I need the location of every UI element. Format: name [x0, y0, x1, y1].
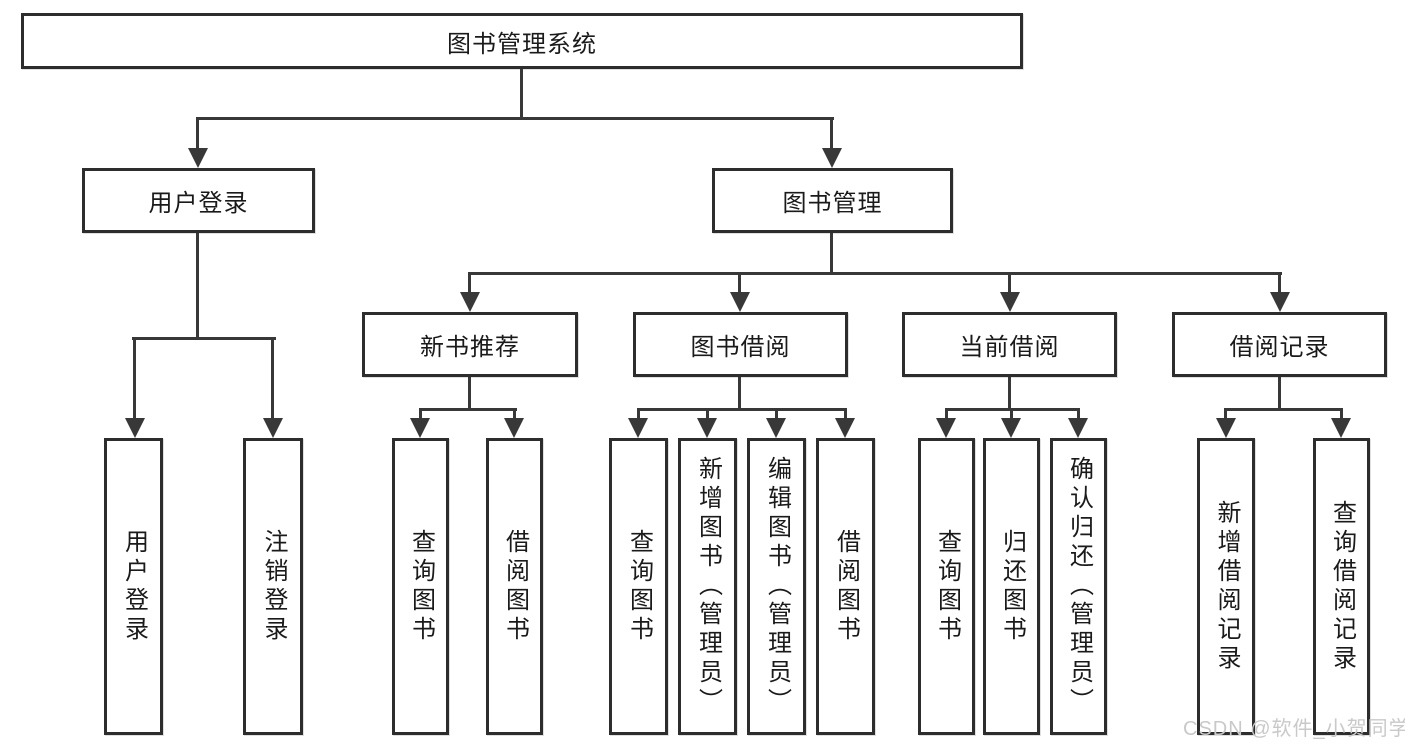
connector-borrow-records-rail: [1224, 408, 1343, 411]
node-library-system: 图书管理系统: [21, 13, 1023, 69]
connector-root-drop: [520, 69, 523, 117]
leaf-query-books-borrowing: 查询图书: [609, 438, 668, 735]
leaf-confirm-return-admin: 确认归还（管理员）: [1050, 438, 1107, 735]
node-book-management: 图书管理: [712, 168, 953, 233]
csdn-watermark: CSDN @软件_小贺同学: [1183, 718, 1405, 740]
node-borrow-records: 借阅记录: [1172, 312, 1387, 377]
arrow-down-icon: [628, 418, 648, 438]
arrow-down-icon: [460, 292, 480, 312]
connector-new-book-drop: [468, 377, 471, 411]
leaf-query-books-current: 查询图书: [918, 438, 975, 735]
connector-stub: [706, 408, 709, 421]
connector-stub-book-management: [830, 117, 833, 153]
node-label: 借阅图书: [501, 528, 529, 645]
connector-book-management-drop: [830, 233, 833, 275]
arrow-down-icon: [766, 418, 786, 438]
arrow-down-icon: [1270, 292, 1290, 312]
node-label: 查询图书: [933, 528, 961, 645]
connector-stub-borrow-records: [1278, 272, 1281, 295]
arrow-down-icon: [1000, 292, 1020, 312]
leaf-add-book-admin: 新增图书（管理员）: [678, 438, 737, 735]
leaf-add-borrow-record: 新增借阅记录: [1197, 438, 1255, 735]
arrow-down-icon: [697, 418, 717, 438]
connector-stub-book-borrowing: [738, 272, 741, 295]
node-label: 用户登录: [120, 528, 148, 645]
node-new-book-recommend: 新书推荐: [362, 312, 578, 377]
node-label: 当前借阅: [959, 334, 1060, 361]
arrow-down-icon: [1001, 418, 1021, 438]
leaf-query-borrow-record: 查询借阅记录: [1313, 438, 1370, 735]
leaf-borrow-books-recommend: 借阅图书: [486, 438, 543, 735]
node-label: 查询图书: [625, 528, 653, 645]
connector-stub-new-book: [468, 272, 471, 295]
arrow-down-icon: [125, 418, 145, 438]
node-label: 图书借阅: [690, 334, 791, 361]
arrow-down-icon: [263, 418, 283, 438]
arrow-down-icon: [822, 148, 842, 168]
node-label: 借阅记录: [1229, 334, 1330, 361]
connector-stub: [637, 408, 640, 421]
node-label: 查询图书: [407, 528, 435, 645]
node-label: 查询借阅记录: [1328, 499, 1356, 674]
node-book-borrowing: 图书借阅: [633, 312, 848, 377]
node-label: 借阅图书: [832, 528, 860, 645]
node-label: 用户登录: [148, 190, 249, 217]
connector-stub: [419, 408, 422, 421]
connector-stub: [1077, 408, 1080, 421]
connector-level3-rail: [468, 272, 1282, 275]
node-label: 编辑图书（管理员）: [763, 456, 791, 717]
connector-stub-leaf-logout: [271, 337, 274, 421]
leaf-query-books-recommend: 查询图书: [392, 438, 449, 735]
connector-level2-rail: [196, 117, 834, 120]
arrow-down-icon: [1068, 418, 1088, 438]
leaf-edit-book-admin: 编辑图书（管理员）: [747, 438, 806, 735]
connector-user-login-drop: [196, 233, 199, 337]
connector-stub: [844, 408, 847, 421]
arrow-down-icon: [188, 148, 208, 168]
node-label: 新增借阅记录: [1213, 499, 1240, 674]
connector-stub: [513, 408, 516, 421]
node-label: 图书管理: [782, 190, 883, 217]
arrow-down-icon: [410, 418, 430, 438]
connector-current-borrowing-drop: [1008, 377, 1011, 411]
connector-stub: [1340, 408, 1343, 421]
leaf-logout: 注销登录: [243, 438, 303, 735]
connector-user-login-rail: [132, 337, 276, 340]
leaf-return-books: 归还图书: [983, 438, 1040, 735]
arrow-down-icon: [1216, 418, 1236, 438]
connector-book-borrowing-rail: [637, 408, 847, 411]
connector-stub-current-borrowing: [1008, 272, 1011, 295]
connector-new-book-rail: [419, 408, 517, 411]
leaf-borrow-books-borrowing: 借阅图书: [816, 438, 875, 735]
arrow-down-icon: [835, 418, 855, 438]
node-label: 注销登录: [260, 528, 287, 645]
node-label: 图书管理系统: [447, 30, 597, 58]
node-label: 确认归还（管理员）: [1065, 456, 1093, 717]
connector-stub: [1010, 408, 1013, 421]
node-label: 新书推荐: [420, 334, 520, 361]
node-user-login: 用户登录: [82, 168, 315, 233]
arrow-down-icon: [730, 292, 750, 312]
leaf-user-login: 用户登录: [104, 438, 163, 735]
node-label: 归还图书: [998, 528, 1026, 645]
connector-book-borrowing-drop: [738, 377, 741, 411]
connector-borrow-records-drop: [1278, 377, 1281, 411]
connector-stub: [945, 408, 948, 421]
connector-stub: [775, 408, 778, 421]
connector-stub-leaf-login: [133, 337, 136, 421]
connector-stub-user-login: [196, 117, 199, 153]
node-current-borrowing: 当前借阅: [902, 312, 1117, 377]
arrow-down-icon: [1331, 418, 1351, 438]
node-label: 新增图书（管理员）: [694, 456, 722, 717]
arrow-down-icon: [936, 418, 956, 438]
connector-stub: [1224, 408, 1227, 421]
arrow-down-icon: [504, 418, 524, 438]
